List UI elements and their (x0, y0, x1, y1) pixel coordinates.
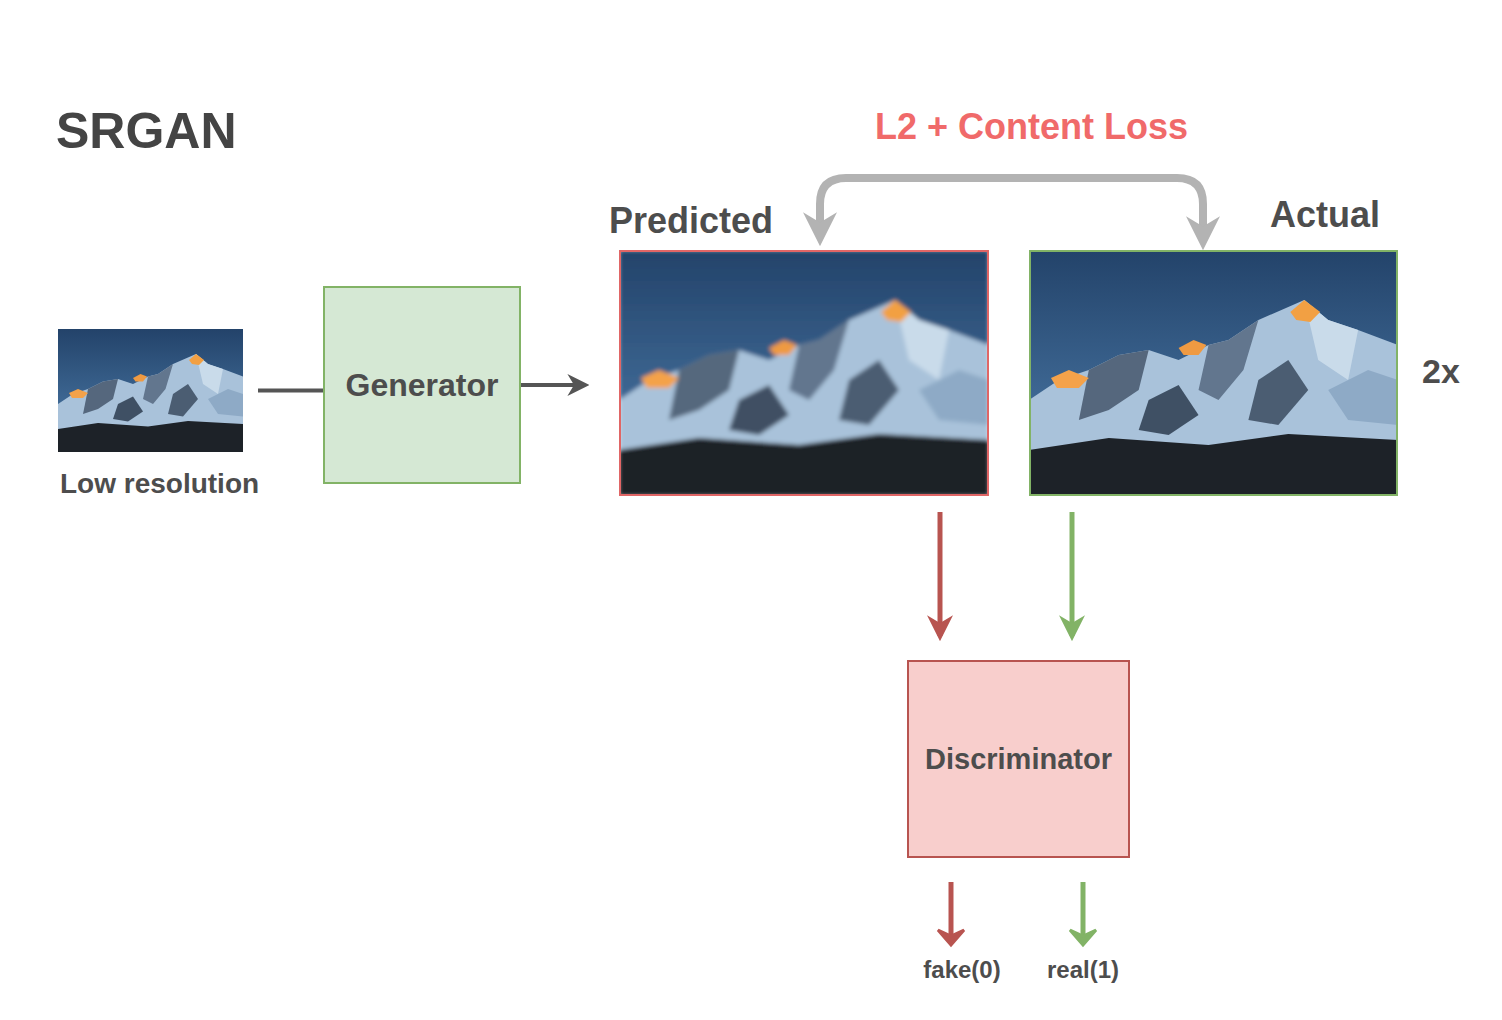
image-caption: Low resolution (60, 468, 259, 500)
predicted-image (619, 250, 989, 496)
image-heading: Predicted (609, 200, 773, 242)
edge-label: L2 + Content Loss (875, 106, 1188, 148)
fake-output-arrow (949, 882, 954, 938)
generator-box: Generator (323, 286, 521, 484)
output-label: fake(0) (923, 956, 1000, 984)
real-output-arrow (1081, 882, 1086, 938)
scale-label: 2x (1422, 352, 1460, 391)
flow-line (258, 389, 323, 393)
image-node: Low resolution (58, 329, 243, 452)
real-output-head (1070, 930, 1096, 945)
image-node: Predicted (619, 250, 989, 496)
fake-input-arrow (938, 512, 943, 636)
image-heading: Actual (1270, 194, 1380, 236)
image-node: Actual (1029, 250, 1398, 496)
diagram-title: SRGAN (56, 102, 237, 160)
box-label: Discriminator (925, 743, 1112, 776)
output-label: real(1) (1047, 956, 1119, 984)
low-res-image (58, 329, 243, 452)
loss-bracket-arrow (820, 178, 1203, 240)
discriminator-box: Discriminator (907, 660, 1130, 858)
fake-output-head (938, 930, 964, 945)
flow-arrow (521, 383, 585, 387)
real-input-arrow (1070, 512, 1075, 636)
actual-image (1029, 250, 1398, 496)
box-label: Generator (346, 367, 499, 404)
